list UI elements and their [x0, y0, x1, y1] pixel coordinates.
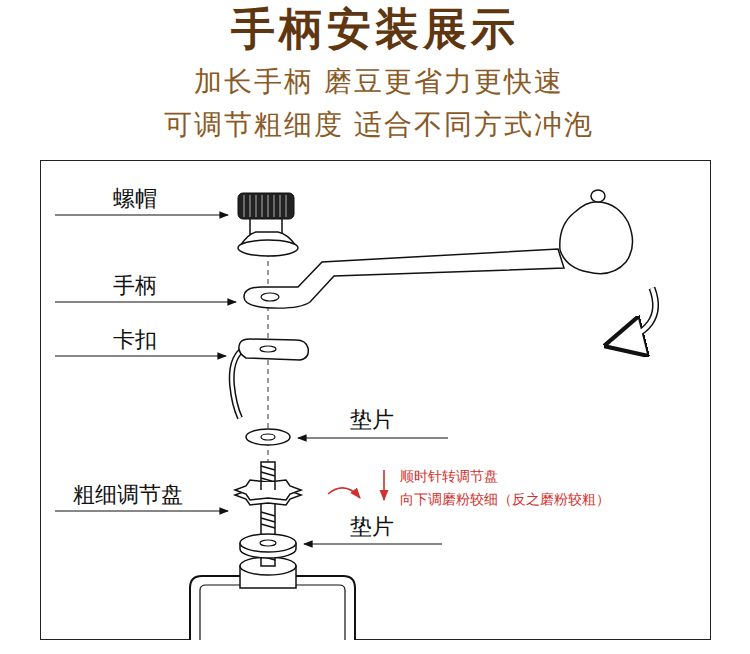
adjust-note: 向下调磨粉较细（反之磨粉较粗） — [400, 491, 610, 507]
page-title: 手柄安装展示 — [0, 4, 750, 55]
subtitle: 加长手柄 磨豆更省力更快速 — [4, 66, 750, 98]
part-label: 粗细调节盘 — [73, 482, 183, 507]
part-label: 垫片 — [350, 407, 394, 432]
adjust-note: 顺时针转调节盘 — [400, 468, 498, 484]
part-label: 手柄 — [113, 273, 157, 298]
subtitle: 可调节粗细度 适合不同方式冲泡 — [4, 109, 750, 141]
part-label: 螺帽 — [113, 186, 157, 211]
part-label: 卡扣 — [113, 327, 157, 352]
part-label: 垫片 — [350, 514, 394, 539]
